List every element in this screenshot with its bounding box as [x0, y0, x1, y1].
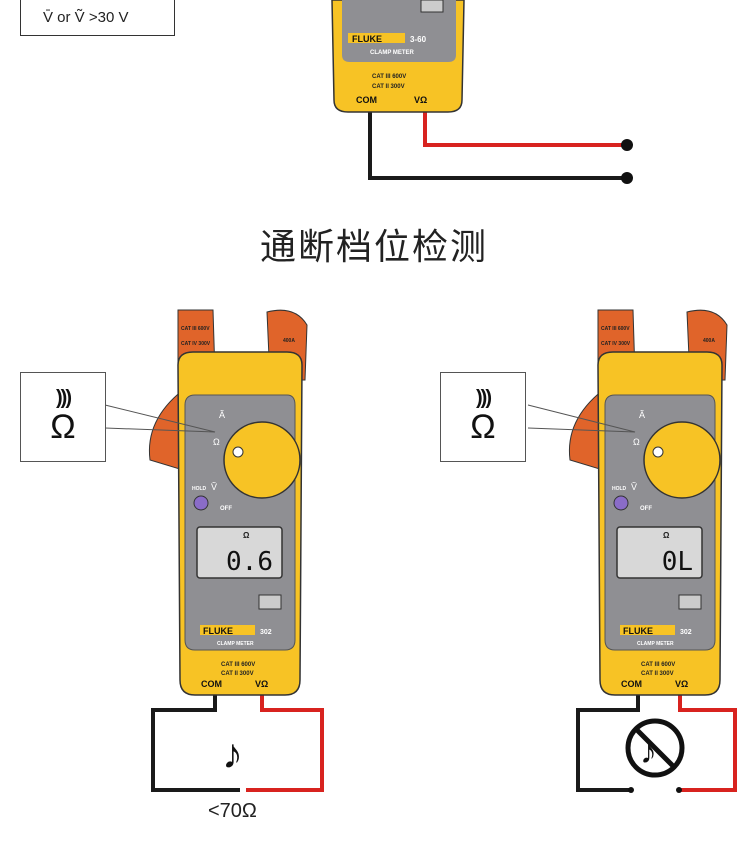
display-unit: Ω — [243, 531, 250, 540]
black-test-lead — [576, 690, 640, 792]
backlight-button[interactable] — [420, 0, 444, 13]
clamp-meter-2: CAT III 600V CAT IV 300V 400A Ã Ω Ṽ HOLD OFF Ω 0L… — [568, 309, 728, 696]
brand-label: FLUKE — [203, 626, 233, 636]
beeper-icon: ))) — [56, 387, 72, 409]
top-clamp-meter: FLUKE 3-60 CLAMP METER CAT III 600V CAT II… — [331, 0, 465, 113]
hold-label: HOLD — [612, 486, 627, 492]
jaw-range-label: 400A — [703, 338, 715, 344]
com-jack-label: COM — [621, 679, 642, 689]
cat-rating: CAT III 600V — [372, 74, 406, 80]
rotary-dial[interactable] — [643, 421, 721, 499]
backlight-button[interactable] — [678, 594, 702, 610]
clamp-meter-1: CAT III 600V CAT IV 300V 400A Ã Ω Ṽ HOLD OFF Ω 0.… — [148, 309, 308, 696]
vohm-jack-label: VΩ — [255, 679, 268, 689]
ohm-mark: Ω — [633, 437, 640, 447]
black-test-lead — [151, 690, 240, 792]
lcd-display — [196, 526, 283, 579]
red-test-lead — [423, 105, 625, 147]
subtitle-label: CLAMP METER — [637, 641, 674, 647]
vohm-jack-label: VΩ — [414, 95, 427, 105]
jaw-cat-label: CAT III 600V — [601, 326, 630, 332]
subtitle-label: CLAMP METER — [217, 641, 254, 647]
display-unit: Ω — [663, 531, 670, 540]
amp-ac-mark: Ã — [639, 410, 645, 420]
callout-pointer — [527, 404, 636, 433]
rotary-dial[interactable] — [223, 421, 301, 499]
jaw-range-label: 400A — [283, 338, 295, 344]
hold-button[interactable] — [193, 495, 209, 511]
cat-rating: CAT III 600V — [221, 662, 255, 668]
dial-pointer — [652, 446, 664, 458]
ohm-symbol: Ω — [50, 408, 76, 446]
model-label: 3-60 — [410, 35, 427, 44]
callout-pointer — [104, 404, 216, 433]
cat-rating: CAT II 300V — [372, 84, 405, 90]
backlight-button[interactable] — [258, 594, 282, 610]
ohm-mark: Ω — [213, 437, 220, 447]
model-label: 302 — [680, 629, 692, 636]
no-beep-icon: ♪ — [625, 718, 685, 778]
black-test-lead — [368, 105, 625, 180]
hold-button[interactable] — [613, 495, 629, 511]
ohm-symbol: Ω — [470, 408, 496, 446]
display-value: 0.6 — [226, 547, 273, 577]
lcd-display — [616, 526, 703, 579]
continuity-threshold-label: <70Ω — [208, 800, 257, 822]
probe-tip — [621, 172, 633, 184]
callout-continuity-right: ))) Ω — [440, 372, 526, 462]
jaw-cat-label: CAT III 600V — [181, 326, 210, 332]
jaw-cat-label: CAT IV 300V — [181, 341, 211, 347]
voltage-warning-text: V̄ or Ṽ >30 V — [43, 9, 129, 26]
cat-rating: CAT III 600V — [641, 662, 675, 668]
beeper-icon: ))) — [476, 387, 492, 409]
brand-label: FLUKE — [623, 626, 653, 636]
display-value: 0L — [662, 547, 693, 577]
off-label: OFF — [220, 506, 232, 512]
subtitle-label: CLAMP METER — [370, 50, 415, 56]
red-test-lead — [246, 690, 324, 792]
brand-label: FLUKE — [352, 34, 382, 44]
beep-note-icon: ♪ — [222, 730, 243, 777]
voltage-warning-box: V̄ or Ṽ >30 V — [20, 0, 175, 36]
volt-ac-mark: Ṽ — [211, 482, 217, 492]
amp-ac-mark: Ã — [219, 410, 225, 420]
vohm-jack-label: VΩ — [675, 679, 688, 689]
cat-rating: CAT II 300V — [641, 671, 674, 677]
hold-label: HOLD — [192, 486, 207, 492]
volt-ac-mark: Ṽ — [631, 482, 637, 492]
cat-rating: CAT II 300V — [221, 671, 254, 677]
red-test-lead — [678, 690, 737, 792]
com-jack-label: COM — [356, 95, 377, 105]
off-label: OFF — [640, 506, 652, 512]
section-title: 通断档位检测 — [259, 227, 488, 268]
probe-tip — [621, 139, 633, 151]
dial-pointer — [232, 446, 244, 458]
jaw-cat-label: CAT IV 300V — [601, 341, 631, 347]
callout-continuity-left: ))) Ω — [20, 372, 106, 462]
com-jack-label: COM — [201, 679, 222, 689]
model-label: 302 — [260, 629, 272, 636]
